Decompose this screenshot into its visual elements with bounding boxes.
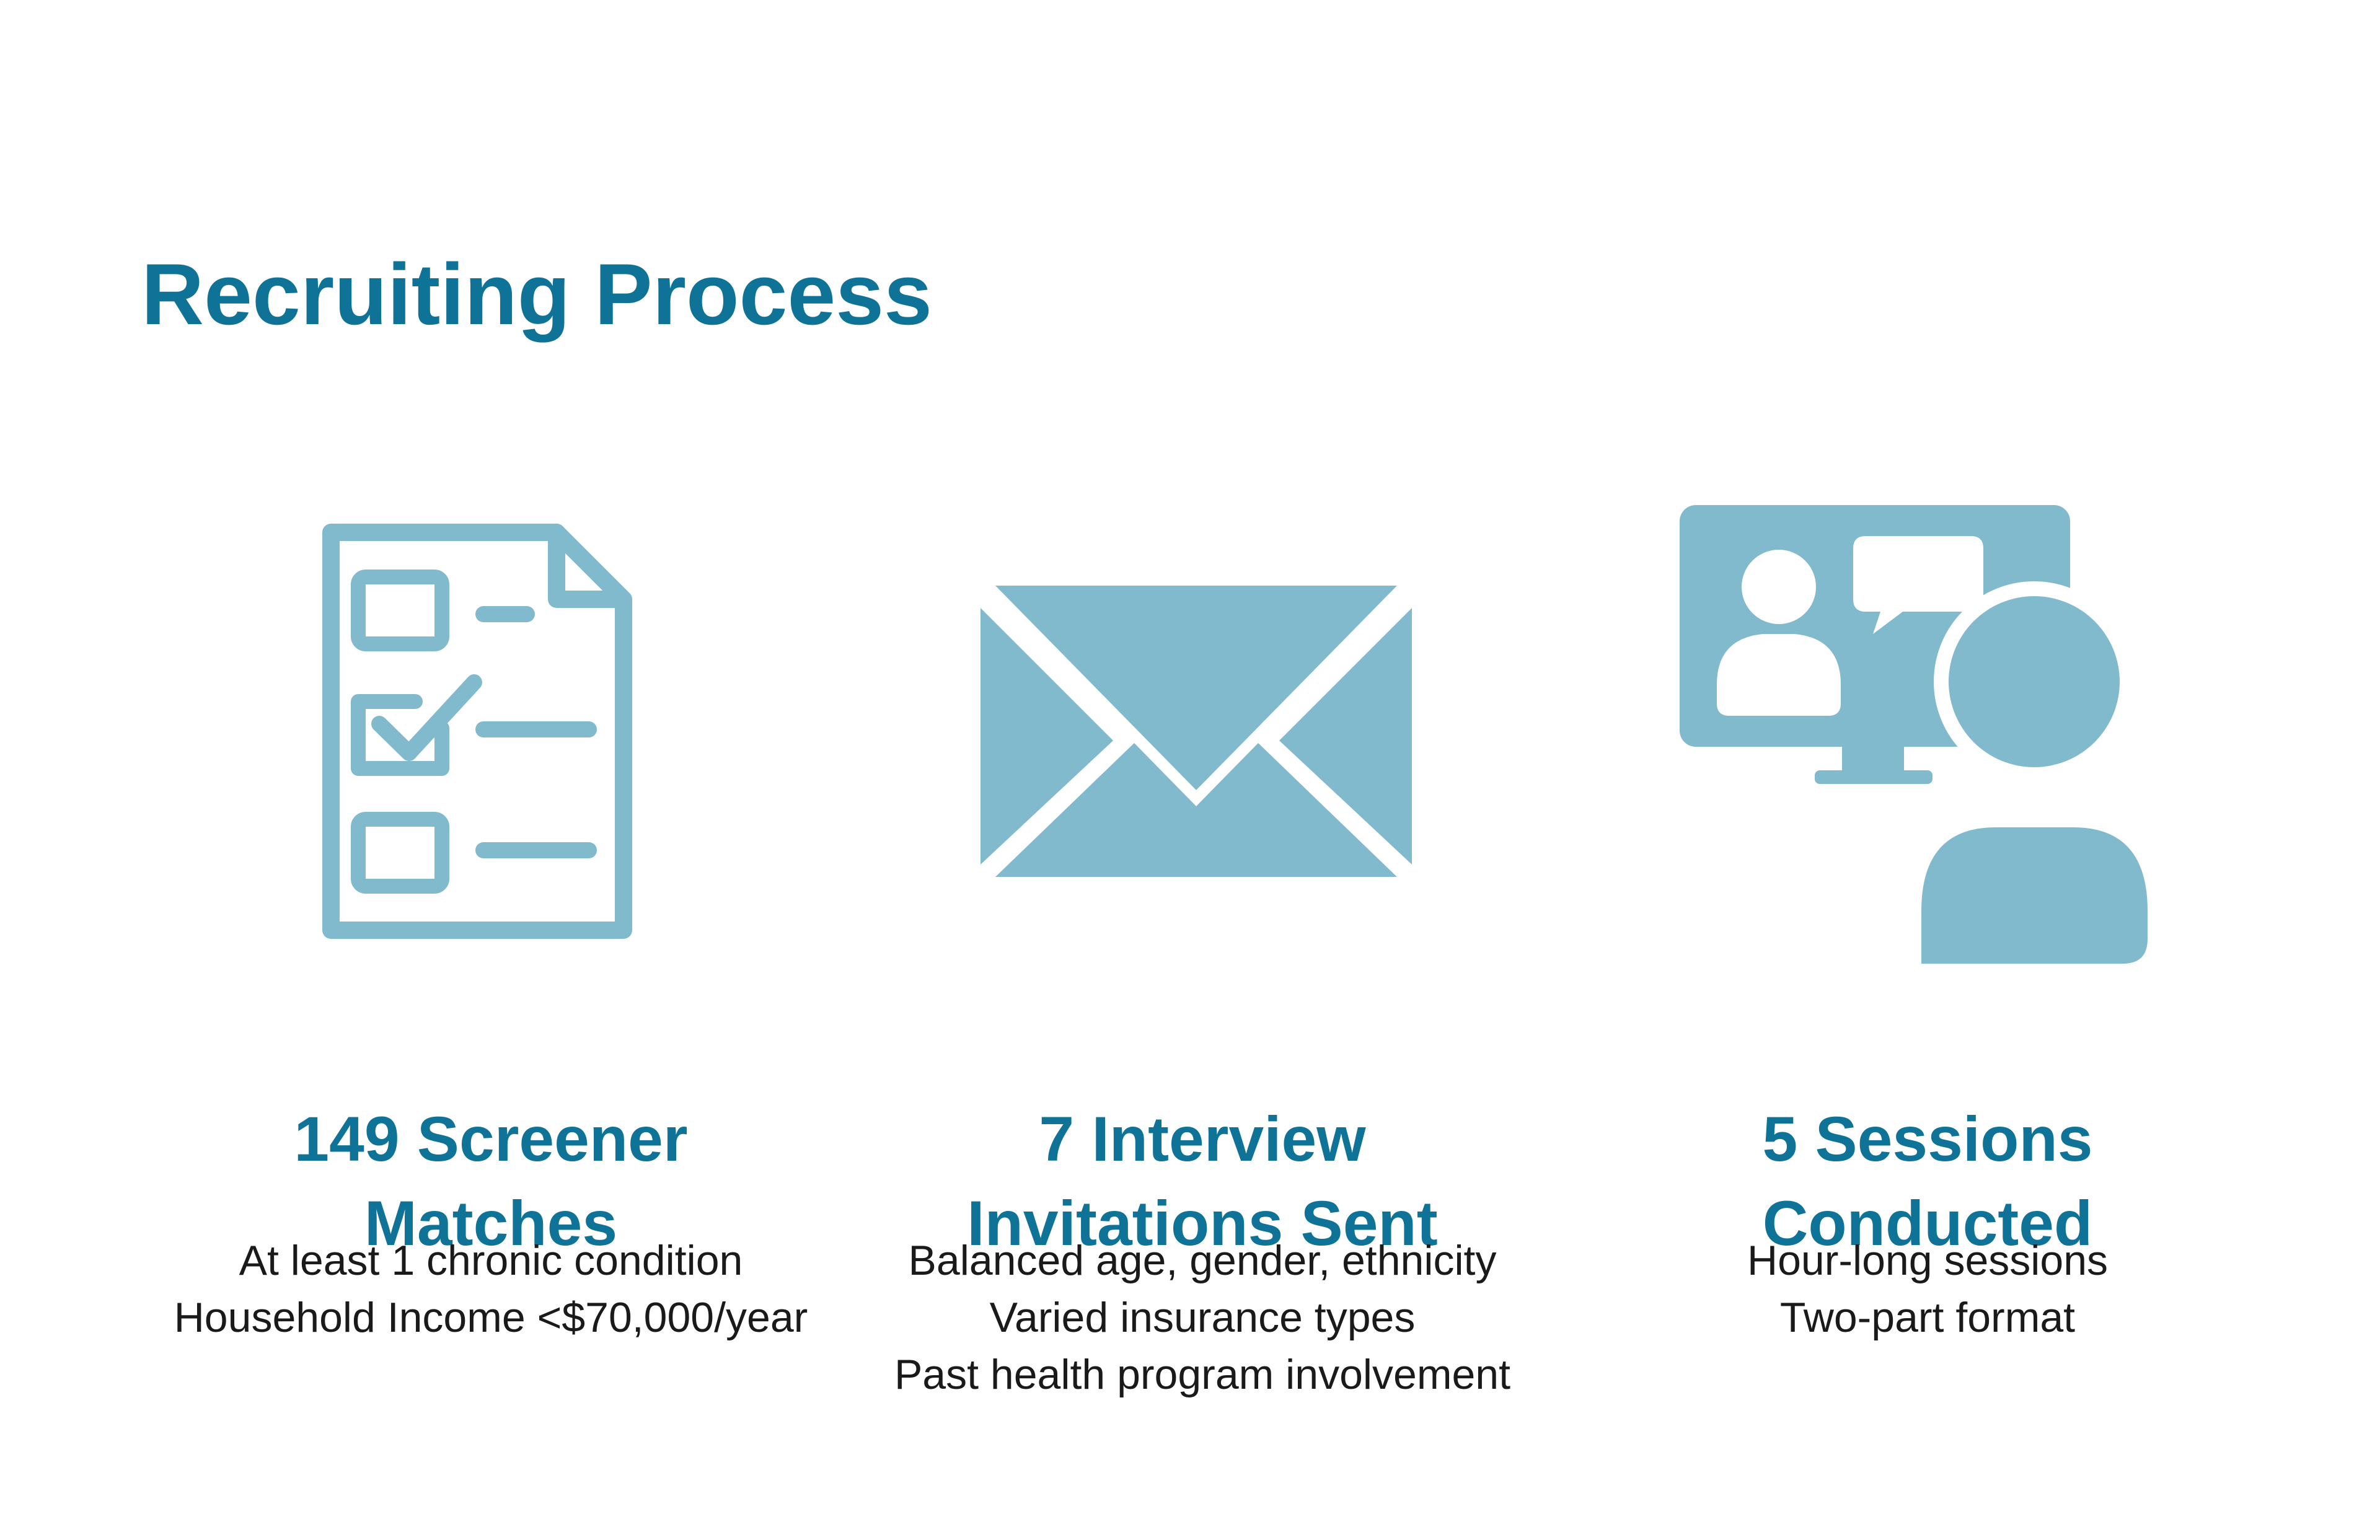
step-heading: 5 Sessions Conducted [1762,1103,2093,1259]
detail-line: Two-part format [1779,1294,2076,1341]
detail-line: At least 1 chronic condition [239,1237,743,1284]
envelope-icon [973,586,1419,883]
step-heading: 7 Interview Invitations Sent [967,1103,1438,1259]
video-call-icon [1680,505,2163,976]
detail-line: Varied insurance types [989,1294,1416,1341]
step-details: Balanced age, gender, ethnicity Varied i… [831,1232,1574,1403]
step-heading: 149 Screener Matches [294,1103,688,1259]
step-details: At least 1 chronic condition Household I… [119,1232,863,1346]
detail-line: Past health program involvement [894,1351,1511,1398]
page-title: Recruiting Process [141,245,932,343]
detail-line: Hour-long sessions [1747,1237,2109,1284]
detail-line: Balanced age, gender, ethnicity [908,1237,1497,1284]
detail-line: Household Income <$70,000/year [174,1294,808,1341]
checklist-document-icon [322,524,632,939]
step-details: Hour-long sessions Two-part format [1556,1232,2299,1346]
